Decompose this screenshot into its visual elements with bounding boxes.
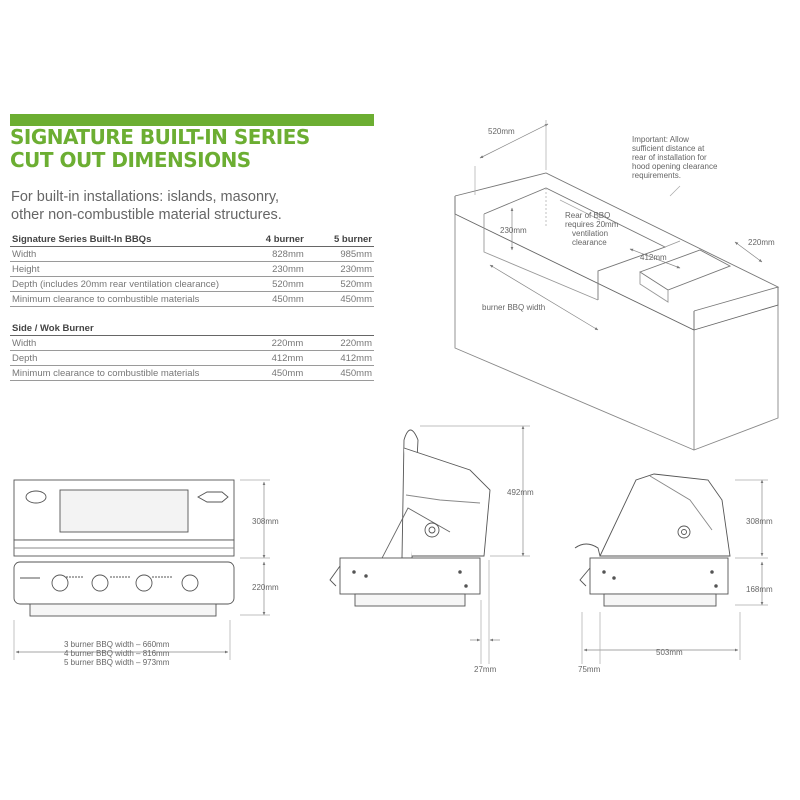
note-important-line: sufficient distance at: [632, 144, 705, 153]
table-cell: Minimum clearance to combustible materia…: [10, 365, 246, 381]
dim-230-label: 230mm: [500, 226, 527, 235]
title-line-2: CUT OUT DIMENSIONS: [10, 148, 251, 172]
front-view-dimensions: [13, 479, 270, 660]
burner-width-label: burner BBQ width: [482, 303, 545, 312]
table-cell: 412mm: [245, 350, 306, 366]
note-rear-line: clearance: [572, 238, 607, 247]
bbq-spec-table: Signature Series Built-In BBQs 4 burner …: [10, 232, 374, 307]
note-important-line: requirements.: [632, 171, 681, 180]
dim-168-label: 168mm: [746, 585, 773, 594]
dim-308-label: 308mm: [746, 517, 773, 526]
side-closed-dimensions: [581, 479, 768, 664]
note-important-line: hood opening clearance: [632, 162, 718, 171]
table-cell: Width: [10, 246, 247, 262]
table-header-cell: 5 burner: [305, 232, 374, 247]
note-rear-line: ventilation: [572, 229, 608, 238]
table-cell: 450mm: [246, 291, 306, 307]
table-header-row: Signature Series Built-In BBQs 4 burner …: [10, 232, 374, 247]
front-badge-right: [197, 491, 229, 503]
dim-220-label: 220mm: [252, 583, 279, 592]
side-closed-labels: 308mm 168mm 503mm 75mm: [578, 517, 773, 674]
note-important-line: Important: Allow: [632, 135, 689, 144]
table-cell: 220mm: [305, 335, 374, 351]
table-header-cell: Signature Series Built-In BBQs: [10, 232, 247, 247]
intro-line-2: other non-combustible material structure…: [11, 207, 282, 223]
dim-27-label: 27mm: [474, 665, 497, 674]
dim-412-label: 412mm: [640, 253, 667, 262]
table-cell: 450mm: [245, 365, 306, 381]
note-important-line: rear of installation for: [632, 153, 707, 162]
table-cell: 985mm: [305, 246, 374, 262]
dim-220-label: 220mm: [748, 238, 775, 247]
table-cell: Depth (includes 20mm rear ventilation cl…: [10, 276, 247, 292]
island-cutout-diagram: [454, 172, 780, 451]
table-cell: Height: [10, 261, 247, 277]
table-row: Minimum clearance to combustible materia…: [10, 291, 374, 307]
table-cell: Depth: [10, 350, 246, 366]
table-row: Depth (includes 20mm rear ventilation cl…: [10, 276, 374, 292]
table-cell: 450mm: [305, 365, 374, 381]
table-header-row: Side / Wok Burner: [10, 321, 374, 336]
dim-308-label: 308mm: [252, 517, 279, 526]
front-badge-left: [25, 490, 47, 504]
width-4-burner-label: 4 burner BBQ width – 816mm: [64, 649, 170, 658]
side-open-labels: 492mm 27mm: [474, 488, 534, 674]
bbq-side-view-closed: [574, 473, 731, 607]
table-cell: 412mm: [305, 350, 374, 366]
bbq-side-view-open: [329, 429, 491, 607]
island-dimension-lines: [474, 120, 763, 331]
island-labels: 520mm 230mm 412mm 220mm burner BBQ width…: [482, 127, 775, 312]
table-row: Width 220mm 220mm: [10, 335, 374, 351]
page-title: SIGNATURE BUILT-IN SERIES CUT OUT DIMENS…: [10, 126, 310, 172]
side-burner-spec-table: Side / Wok Burner Width 220mm 220mm Dept…: [10, 321, 374, 381]
control-knobs: [20, 574, 199, 592]
table-row: Height 230mm 230mm: [10, 261, 374, 277]
table-row: Width 828mm 985mm: [10, 246, 374, 262]
dim-75-label: 75mm: [578, 665, 601, 674]
title-line-1: SIGNATURE BUILT-IN SERIES: [10, 125, 310, 149]
bbq-front-view: [13, 479, 235, 617]
dim-492-label: 492mm: [507, 488, 534, 497]
front-view-labels: 308mm 220mm 3 burner BBQ width – 660mm 4…: [64, 517, 279, 667]
intro-text: For built-in installations: islands, mas…: [11, 188, 341, 224]
table-cell: 230mm: [246, 261, 306, 277]
table-row: Depth 412mm 412mm: [10, 350, 374, 366]
table-header-cell: Side / Wok Burner: [10, 321, 246, 336]
table-cell: Width: [10, 335, 246, 351]
dim-520-label: 520mm: [488, 127, 515, 136]
title-accent-bar: [10, 114, 374, 126]
table-header-cell: [305, 321, 374, 336]
table-cell: 220mm: [245, 335, 306, 351]
table-cell: 520mm: [246, 276, 306, 292]
table-cell: 450mm: [305, 291, 374, 307]
table-cell: 520mm: [305, 276, 374, 292]
table-row: Minimum clearance to combustible materia…: [10, 365, 374, 381]
note-rear-line: Rear of BBQ: [565, 211, 610, 220]
table-cell: 230mm: [305, 261, 374, 277]
table-cell: 828mm: [246, 246, 306, 262]
intro-line-1: For built-in installations: islands, mas…: [11, 189, 280, 205]
table-cell: Minimum clearance to combustible materia…: [10, 291, 247, 307]
dim-503-label: 503mm: [656, 648, 683, 657]
table-header-cell: 4 burner: [246, 232, 306, 247]
width-3-burner-label: 3 burner BBQ width – 660mm: [64, 640, 170, 649]
note-rear-line: requires 20mm: [565, 220, 619, 229]
side-open-dimensions: [420, 425, 530, 664]
table-header-cell: [245, 321, 306, 336]
width-5-burner-label: 5 burner BBQ width – 973mm: [64, 658, 170, 667]
